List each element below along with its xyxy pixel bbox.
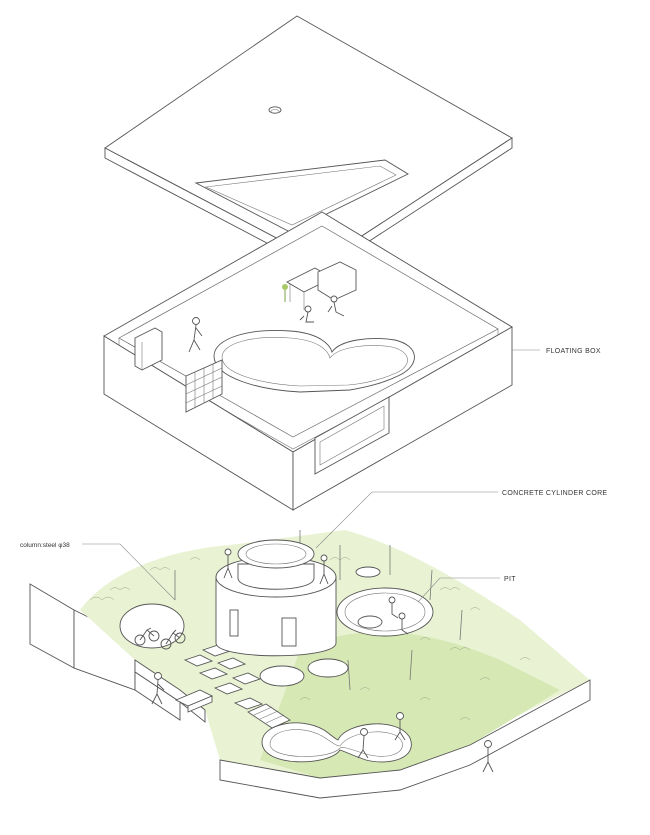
pit bbox=[336, 587, 434, 637]
person-walking-icon bbox=[151, 672, 165, 705]
person-sitting-icon bbox=[388, 596, 399, 619]
box-right-face bbox=[292, 326, 513, 511]
base-pit bbox=[259, 665, 305, 687]
ground-front-edge bbox=[219, 679, 591, 799]
person-walking-icon bbox=[394, 712, 406, 741]
retaining-wall bbox=[29, 583, 75, 669]
person-sitting-icon bbox=[327, 295, 345, 317]
person-walking-icon bbox=[357, 728, 369, 759]
person-walking-icon bbox=[482, 740, 494, 773]
label-column: column:steel φ38 bbox=[20, 542, 70, 549]
bicycle-icon bbox=[134, 627, 160, 646]
roof-slab bbox=[104, 15, 513, 273]
stair bbox=[174, 689, 291, 729]
ground-site bbox=[29, 530, 591, 799]
sofa bbox=[317, 261, 357, 301]
pit-table bbox=[357, 615, 383, 629]
person-walking-icon bbox=[188, 317, 203, 353]
person-sitting-icon bbox=[299, 305, 314, 323]
box-window bbox=[314, 396, 390, 475]
cylinder-door bbox=[281, 617, 297, 647]
cylinder-body bbox=[215, 576, 337, 657]
inner-cylinder bbox=[237, 539, 315, 569]
grid-shelf bbox=[185, 359, 223, 413]
roof-opening bbox=[194, 159, 409, 233]
front-pit bbox=[261, 722, 412, 763]
concrete-cylinder-core bbox=[215, 539, 337, 657]
person-icon bbox=[223, 548, 233, 579]
label-concrete-core: CONCRETE CYLINDER CORE bbox=[502, 490, 607, 497]
label-floating-box: FLOATING BOX bbox=[546, 348, 601, 355]
bicycle-pit bbox=[119, 603, 185, 649]
steel-columns bbox=[174, 530, 463, 691]
label-pit: PIT bbox=[504, 576, 516, 583]
floating-box bbox=[103, 211, 513, 511]
bicycle-icon bbox=[160, 629, 186, 650]
person-icon bbox=[319, 554, 329, 585]
pit-drain bbox=[355, 566, 381, 578]
stepping-stones bbox=[183, 644, 264, 710]
person-sitting-icon bbox=[398, 612, 409, 635]
plant-icon bbox=[282, 284, 288, 290]
